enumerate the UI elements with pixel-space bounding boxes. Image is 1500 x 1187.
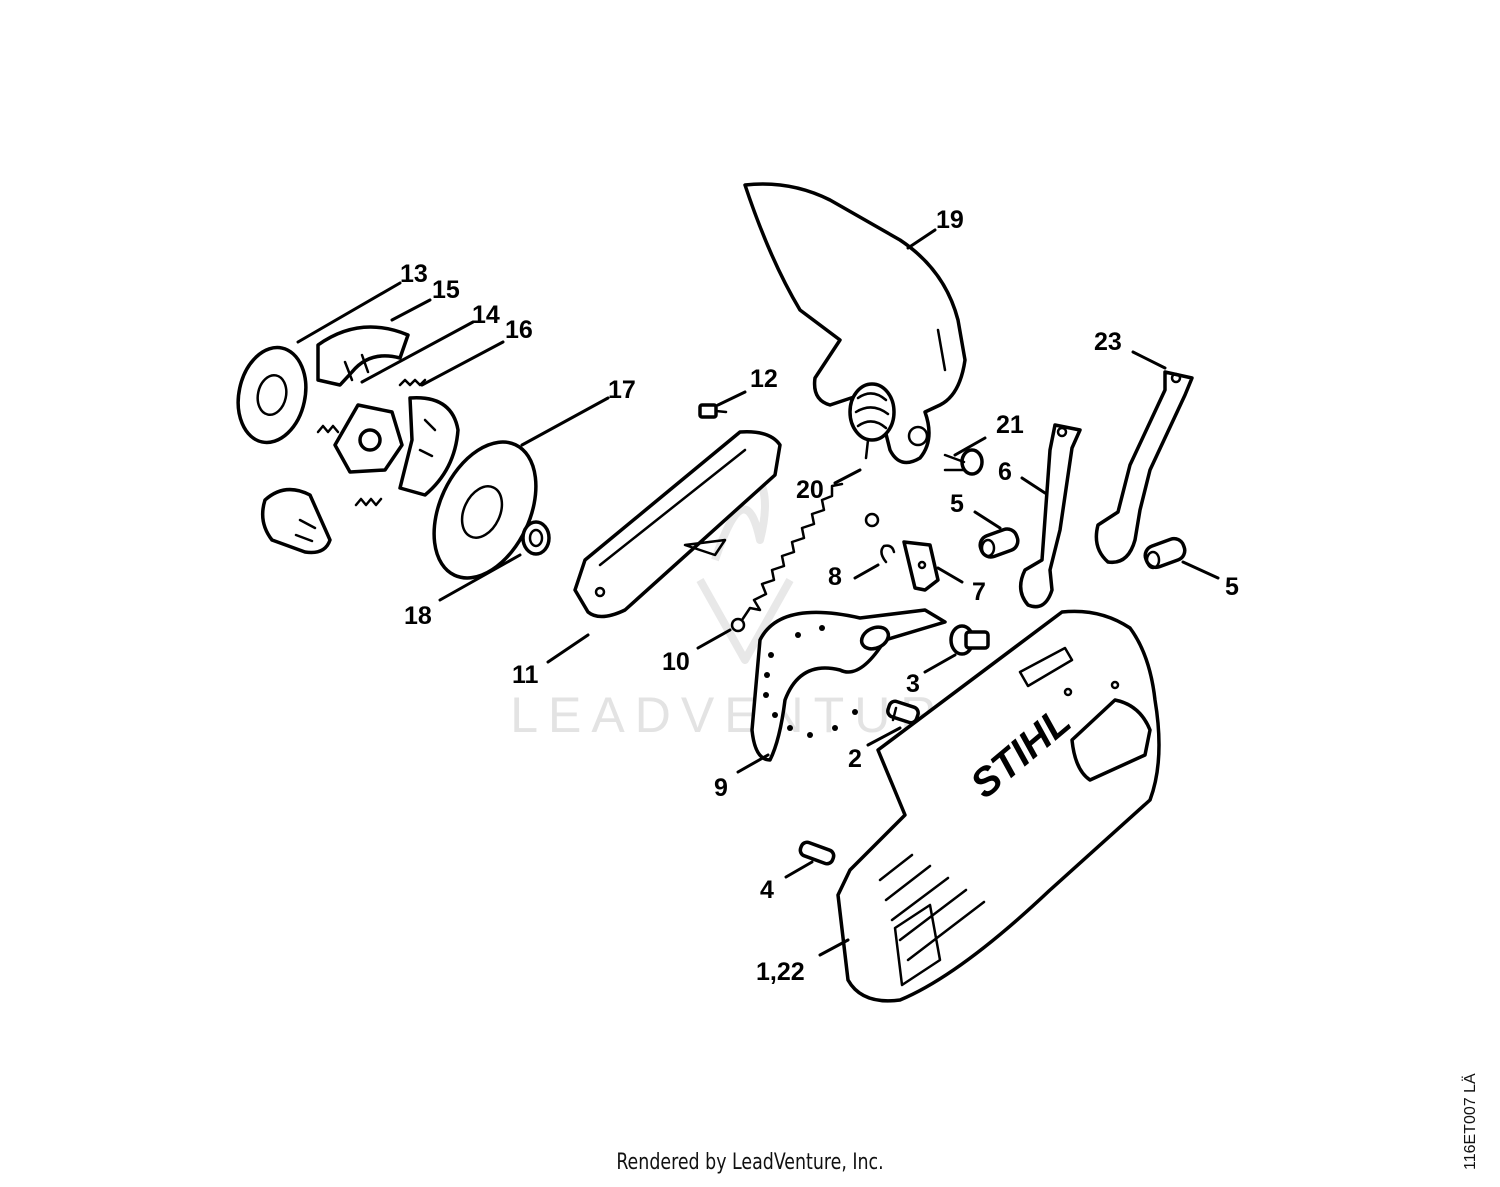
callout-12: 12	[750, 365, 778, 393]
part-3-pin	[949, 624, 990, 656]
part-10-brake-spring	[730, 482, 880, 633]
callout-10: 10	[662, 648, 690, 676]
callout-19: 19	[936, 206, 964, 234]
part-18-needle-cage	[521, 520, 551, 556]
part-15-clutch-shoe	[316, 325, 410, 387]
callout-15: 15	[432, 276, 460, 304]
part-6-lever	[1018, 423, 1082, 609]
part-9-brake-band	[750, 608, 947, 762]
callout-23: 23	[1094, 328, 1122, 356]
callout-18: 18	[404, 602, 432, 630]
callout-16: 16	[505, 316, 533, 344]
callout-9: 9	[714, 774, 728, 802]
callout-7: 7	[972, 578, 986, 606]
part-2-sleeve	[886, 699, 920, 725]
part-19-chain-brake-lever	[743, 182, 967, 465]
drawing-code: 116ET007 LÄ	[1462, 1073, 1479, 1170]
callout-4: 4	[760, 876, 774, 904]
part-13-clutch-disc	[236, 345, 308, 445]
watermark: LEADVENTURE	[510, 466, 980, 743]
callout-20: 20	[796, 476, 824, 504]
callout-2: 2	[848, 745, 862, 773]
callout-17: 17	[608, 376, 636, 404]
leader-lines	[296, 228, 1220, 957]
part-5-sleeve-upper	[978, 527, 1020, 559]
callout-5-upper: 5	[950, 490, 964, 518]
callout-1-22: 1,22	[756, 958, 805, 986]
part-clutch-shoe-lower	[260, 487, 332, 555]
part-1-22-sprocket-cover: STIHL	[836, 609, 1161, 1003]
callout-6: 6	[998, 458, 1012, 486]
callout-14: 14	[472, 301, 500, 329]
part-20-torsion-spring	[848, 382, 896, 460]
footer-credit: Rendered by LeadVenture, Inc.	[616, 1150, 884, 1175]
callouts: 1,22 2 3 4 5 5 6 7 8 9 10 11 12 13 14 15…	[400, 206, 1239, 986]
part-21-shoulder-screw	[943, 448, 984, 476]
callout-11: 11	[512, 661, 539, 689]
callout-21: 21	[996, 411, 1024, 439]
part-12-screw	[698, 403, 728, 419]
part-8-circlip	[880, 544, 896, 564]
part-4-pin	[798, 840, 836, 866]
part-23-lever	[1094, 370, 1194, 565]
part-11-hand-guard-bracket	[573, 430, 782, 619]
callout-13: 13	[400, 260, 428, 288]
part-5-sleeve-lower	[1143, 536, 1187, 570]
callout-5-lower: 5	[1225, 573, 1239, 601]
part-clutch-hub	[333, 396, 460, 497]
part-17-clutch-drum	[432, 440, 538, 580]
part-7-lever-link	[902, 540, 940, 592]
callout-8: 8	[828, 563, 842, 591]
callout-3: 3	[906, 670, 920, 698]
